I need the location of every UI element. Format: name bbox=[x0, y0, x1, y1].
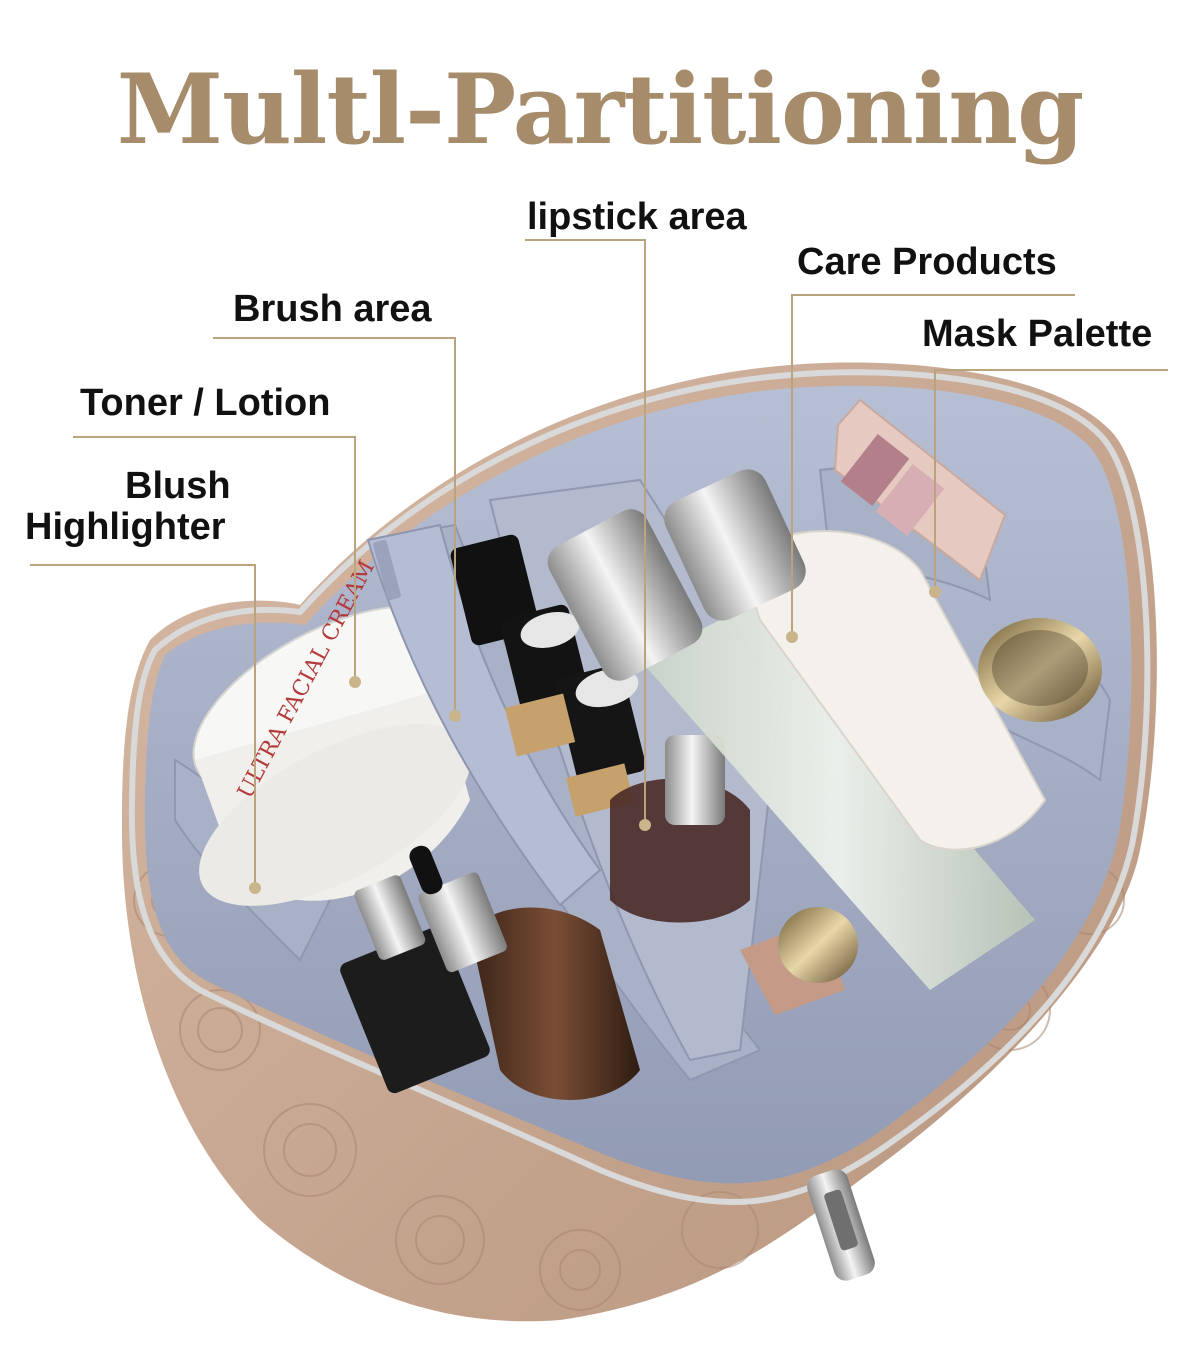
brush-pouch-zipper bbox=[373, 539, 401, 601]
page-title: Multl-Partitioning bbox=[116, 53, 1084, 166]
leader-line-blush bbox=[30, 564, 256, 888]
serum-bottles bbox=[340, 845, 640, 1100]
leader-line-care bbox=[791, 294, 1075, 637]
cream-jar: ULTRA FACIAL CREAM bbox=[192, 557, 471, 906]
label-brush-area: Brush area bbox=[233, 288, 432, 330]
small-jar bbox=[740, 907, 858, 1015]
label-blush: Blush bbox=[125, 465, 231, 507]
label-highlighter: Highlighter bbox=[25, 506, 226, 548]
leader-dot-care bbox=[786, 631, 798, 643]
leader-line-lipstick bbox=[525, 239, 646, 825]
leader-dots bbox=[249, 586, 941, 894]
label-care-products: Care Products bbox=[797, 241, 1057, 283]
leader-dot-blush bbox=[249, 882, 261, 894]
toner-bottle bbox=[547, 509, 1035, 990]
label-lipstick-area: lipstick area bbox=[527, 196, 747, 238]
zipper-rim bbox=[128, 369, 1151, 1205]
lotion-bottle bbox=[664, 469, 1047, 851]
mask-palette bbox=[833, 398, 1007, 582]
label-toner-lotion: Toner / Lotion bbox=[80, 382, 331, 424]
label-mask-palette: Mask Palette bbox=[922, 313, 1153, 355]
leader-dot-mask bbox=[929, 586, 941, 598]
leader-line-brush bbox=[213, 337, 456, 716]
leader-dot-toner bbox=[349, 676, 361, 688]
zipper-pull bbox=[807, 1169, 875, 1281]
leader-line-mask bbox=[934, 369, 1168, 592]
leader-line-toner bbox=[73, 436, 356, 682]
leader-lines bbox=[30, 239, 1168, 888]
leader-dot-brush bbox=[449, 710, 461, 722]
gold-jar bbox=[978, 618, 1102, 722]
leader-dot-lipstick bbox=[639, 819, 651, 831]
